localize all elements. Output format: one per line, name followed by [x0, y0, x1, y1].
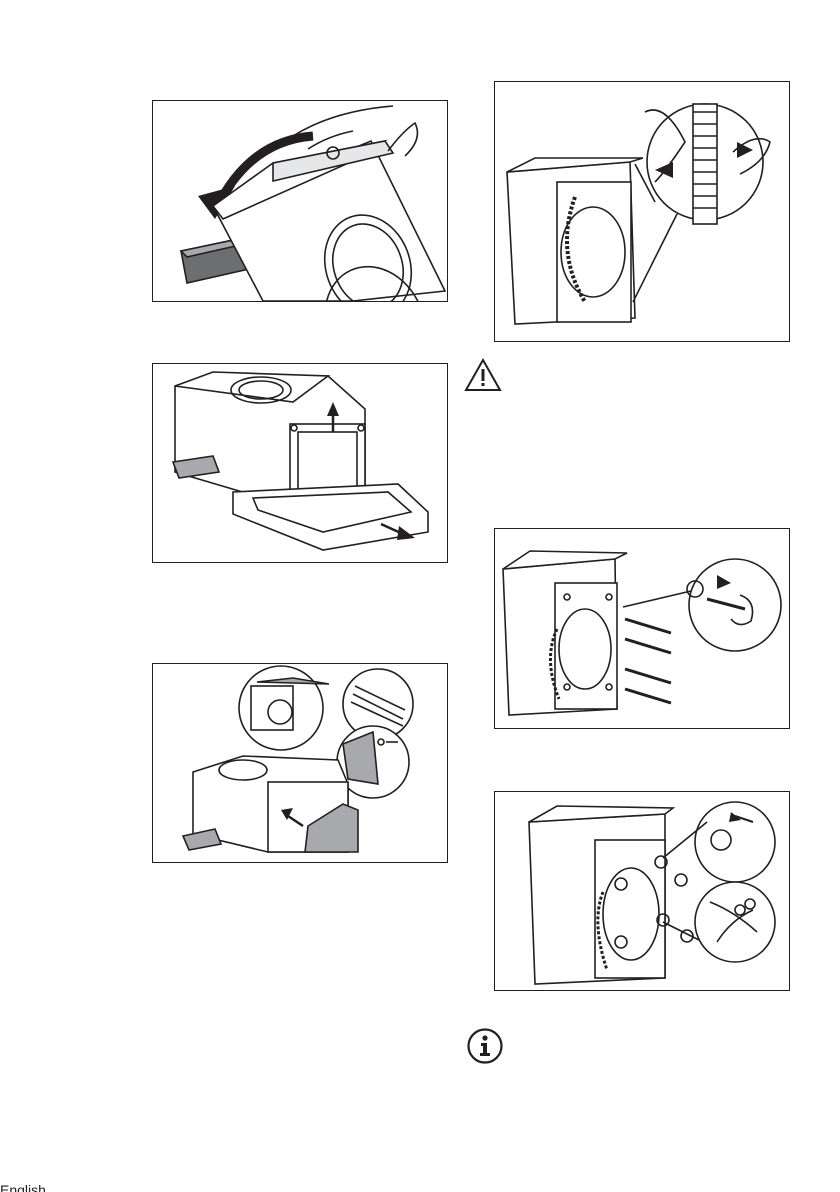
page-footer-text: English — [0, 1183, 100, 1192]
insert-plastic-caps-illustration — [495, 792, 789, 990]
release-hose-illustration — [495, 82, 789, 341]
figure-remove-transit-bolts — [494, 528, 790, 729]
remove-transit-bolts-illustration — [495, 529, 789, 728]
info-icon — [467, 1028, 503, 1064]
figure-release-hose — [494, 81, 790, 342]
figure-attach-cover — [152, 663, 448, 863]
tilt-appliance-illustration — [153, 101, 447, 301]
warning-icon — [464, 358, 502, 392]
attach-cover-illustration — [153, 664, 447, 862]
figure-tilt-appliance — [152, 100, 448, 302]
remove-base-illustration — [153, 364, 447, 562]
figure-remove-base — [152, 363, 448, 563]
figure-insert-plastic-caps — [494, 791, 790, 991]
